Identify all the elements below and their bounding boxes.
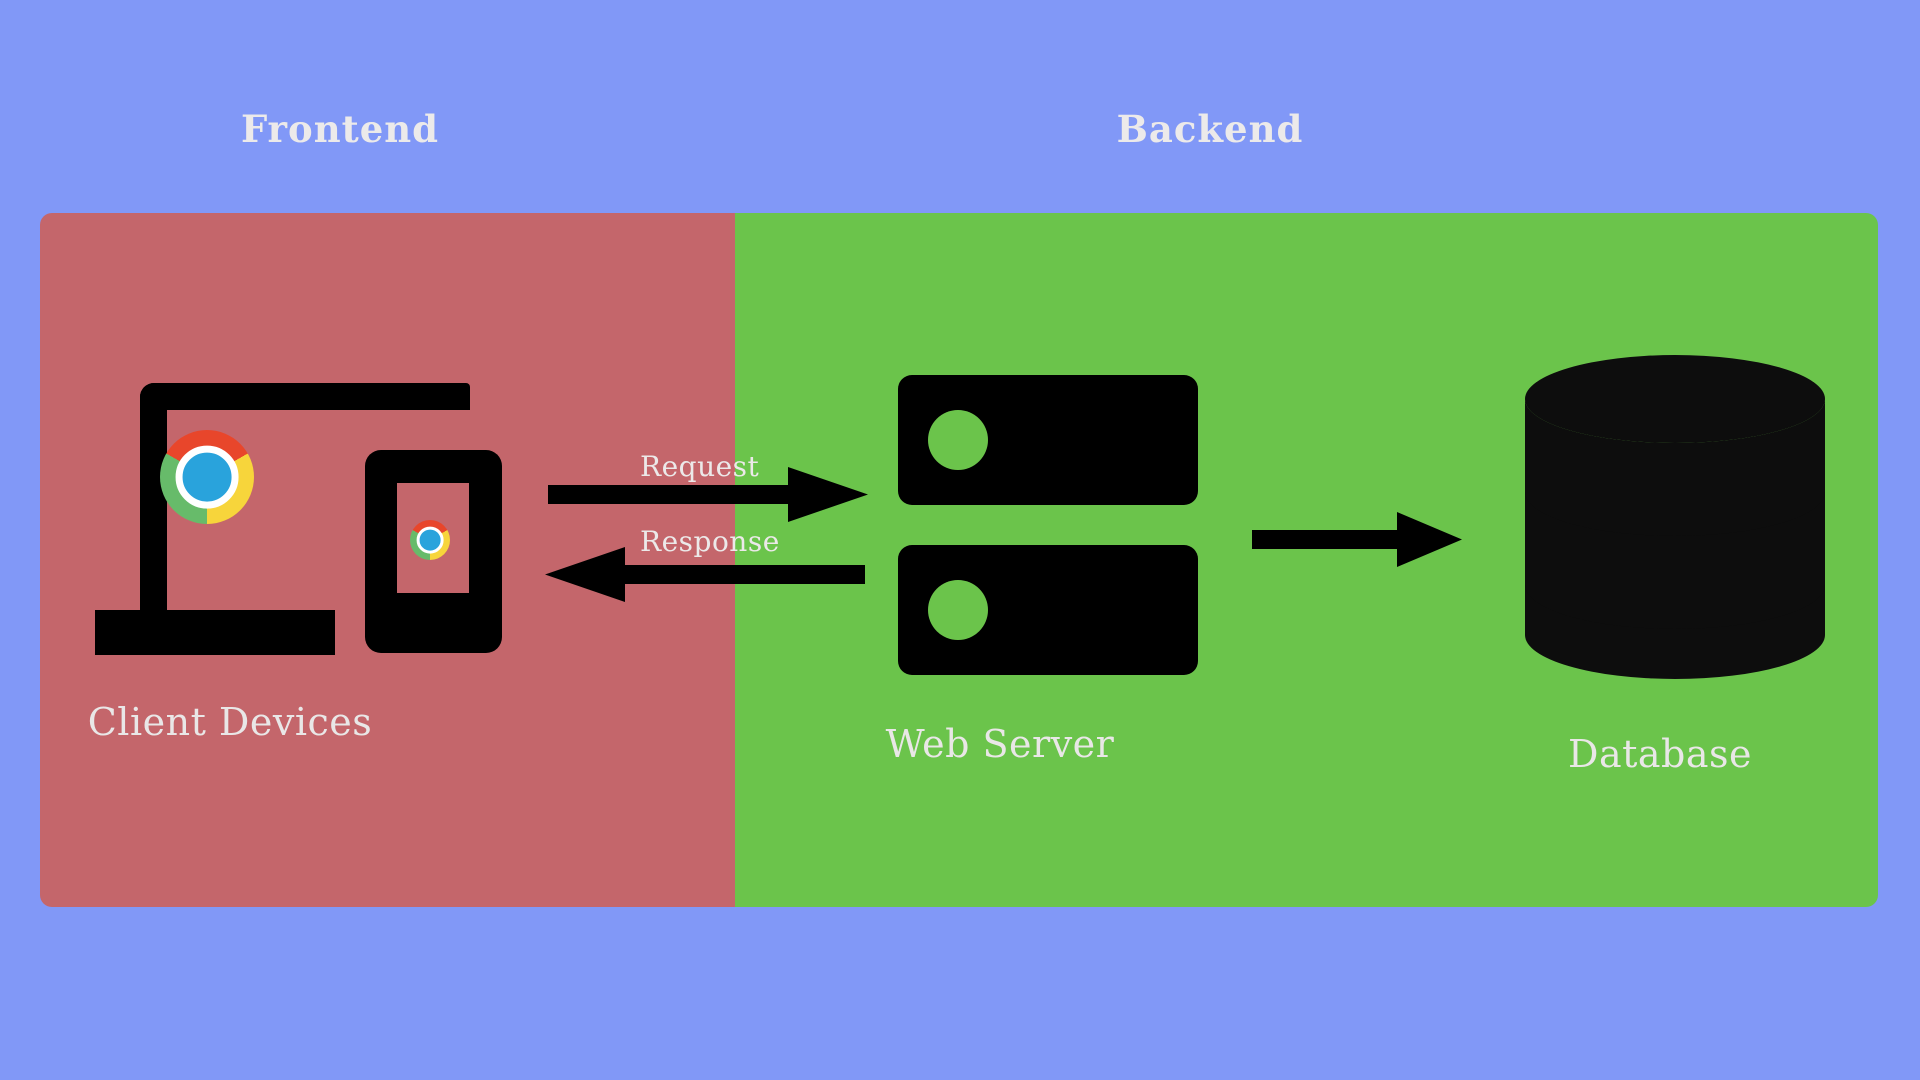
node-label-client-devices: Client Devices (87, 700, 373, 744)
laptop-icon (140, 383, 470, 410)
chrome-logo-icon (160, 430, 254, 524)
section-title-frontend: Frontend (240, 107, 440, 151)
arrow-server-to-database-icon (1252, 512, 1462, 567)
arrow-request-icon (548, 467, 868, 522)
node-label-database: Database (1567, 732, 1753, 776)
laptop-base (95, 610, 335, 655)
section-title-backend: Backend (1116, 107, 1304, 151)
server-led-icon (928, 410, 988, 470)
connection-label-response: Response (640, 525, 780, 558)
connection-label-request: Request (640, 450, 760, 483)
chrome-logo-icon-small (410, 520, 450, 560)
arrow-response-icon (545, 547, 865, 602)
server-led-icon (928, 580, 988, 640)
server-rack-unit-bottom (898, 545, 1198, 675)
database-cylinder-icon (1525, 355, 1825, 679)
server-rack-unit-top (898, 375, 1198, 505)
client-devices-icon-group (95, 383, 515, 655)
node-label-web-server: Web Server (885, 722, 1115, 766)
server-rack-icon (898, 375, 1198, 675)
laptop-frame-left (140, 383, 167, 610)
